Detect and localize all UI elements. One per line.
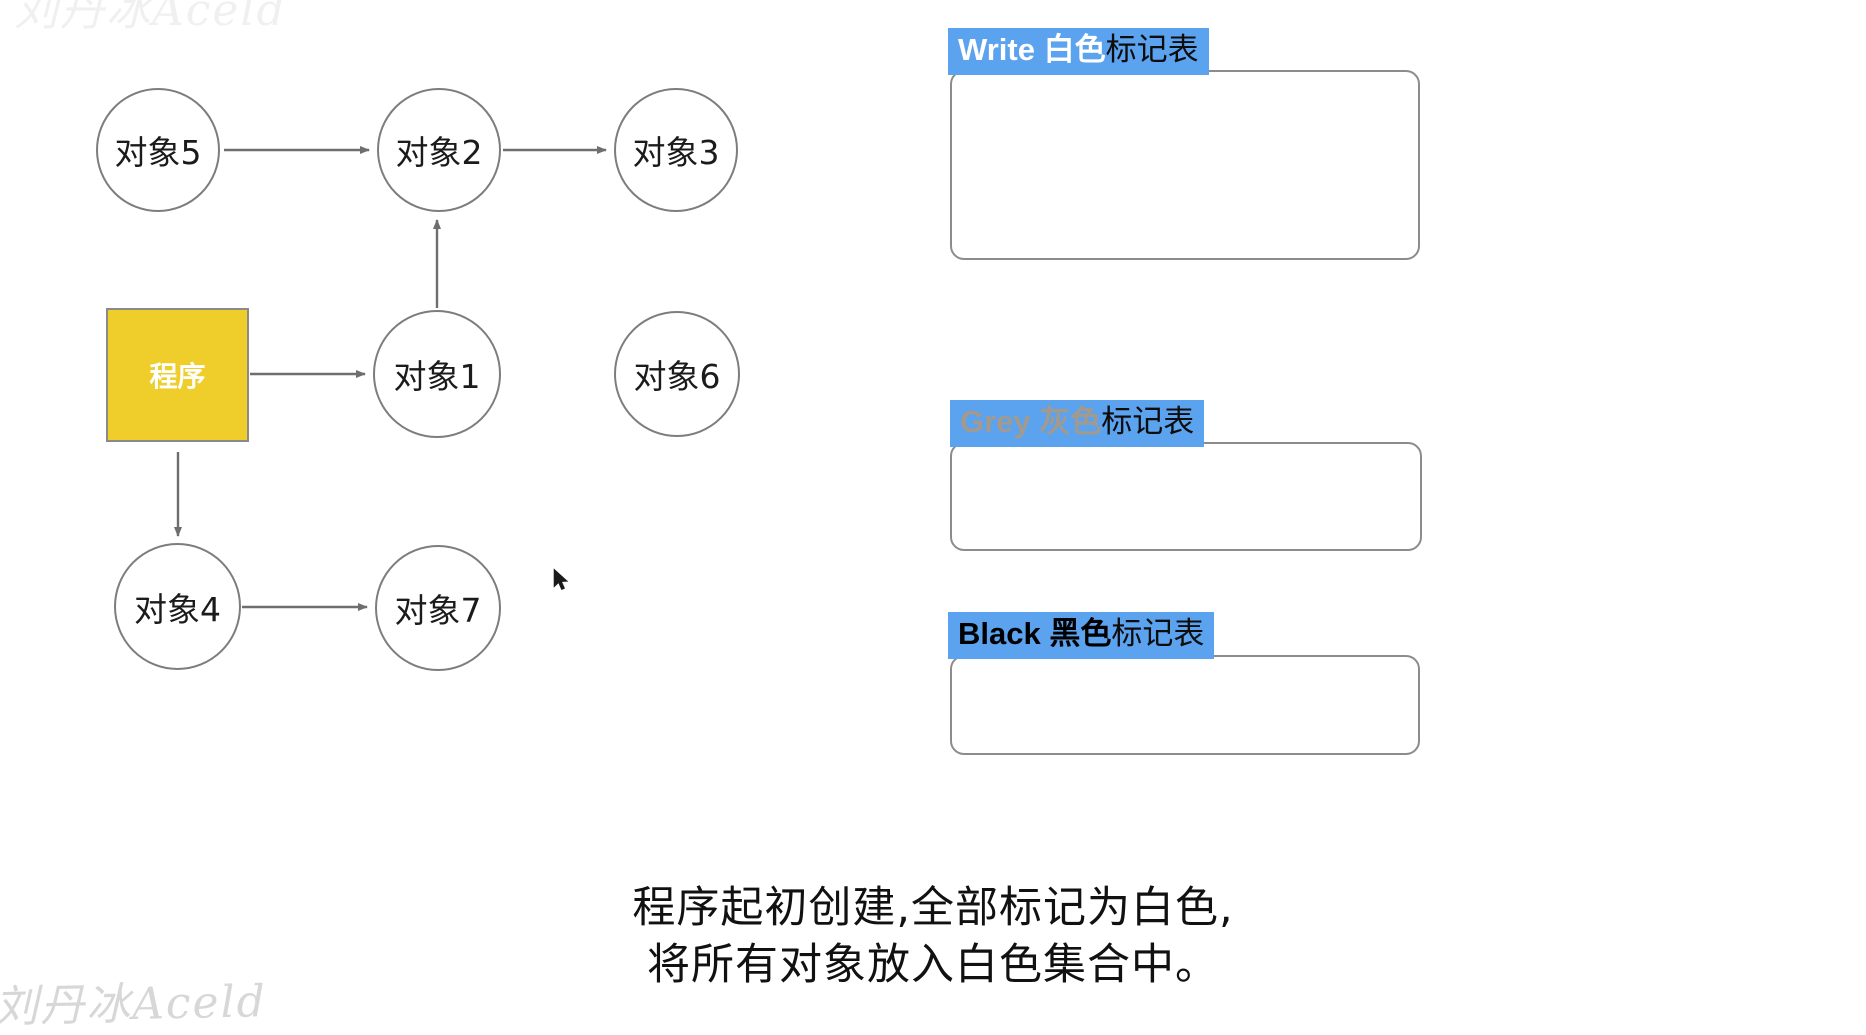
graph-node-obj6-label: 对象6 <box>633 357 721 396</box>
white-mark-table-label: Write 白色标记表 <box>948 28 1209 75</box>
caption-line-1: 程序起初创建,全部标记为白色, <box>632 883 1234 933</box>
graph-node-obj2[interactable]: 对象2 <box>377 88 501 212</box>
graph-edges-layer <box>174 146 607 611</box>
black-table-label-cn-colored: 黑色 <box>1040 616 1112 651</box>
watermark-bottom: 刘丹冰Aceld <box>0 976 268 1033</box>
graph-node-obj3[interactable]: 对象3 <box>614 88 738 212</box>
mark-tables-panel: Write 白色标记表 Grey 灰色标记表 Black 黑色标记表 <box>940 0 1866 760</box>
white-table-label-cn-colored: 白色 <box>1034 32 1106 67</box>
graph-node-obj5[interactable]: 对象5 <box>96 88 220 212</box>
graph-node-program[interactable]: 程序 <box>106 308 249 442</box>
grey-table-label-cn-colored: 灰色 <box>1030 404 1102 439</box>
grey-mark-table-label: Grey 灰色标记表 <box>950 400 1205 447</box>
graph-node-obj6[interactable]: 对象6 <box>614 311 740 437</box>
grey-mark-table-box[interactable] <box>950 442 1422 551</box>
graph-node-obj7[interactable]: 对象7 <box>375 545 501 671</box>
graph-node-obj1-label: 对象1 <box>393 357 481 396</box>
graph-node-obj4-label: 对象4 <box>134 589 221 629</box>
object-graph-panel: 对象5 对象2 对象3 程序 对象1 对象6 对象4 对象7 <box>0 0 900 820</box>
black-mark-table-box[interactable] <box>950 655 1420 755</box>
caption-text: 程序起初创建,全部标记为白色, 将所有对象放入白色集合中。 <box>0 880 1866 994</box>
black-table-label-cn-tail: 标记表 <box>1111 616 1205 652</box>
black-table-label-en: Black <box>958 616 1041 651</box>
caption-line-2: 将所有对象放入白色集合中。 <box>647 939 1219 990</box>
graph-node-obj3-label: 对象3 <box>632 133 720 172</box>
white-table-label-cn-tail: 标记表 <box>1105 32 1199 68</box>
grey-table-label-cn-tail: 标记表 <box>1101 404 1195 440</box>
white-mark-table-box[interactable] <box>950 70 1420 260</box>
graph-node-obj7-label: 对象7 <box>394 591 482 630</box>
graph-node-obj5-label: 对象5 <box>114 133 202 172</box>
graph-node-obj2-label: 对象2 <box>395 133 483 172</box>
graph-node-obj1[interactable]: 对象1 <box>373 310 501 438</box>
white-table-label-en: Write <box>958 32 1035 67</box>
graph-node-obj4[interactable]: 对象4 <box>114 543 241 670</box>
grey-table-label-en: Grey <box>960 404 1031 439</box>
watermark-top: 刘丹冰Aceld <box>14 0 287 36</box>
black-mark-table-label: Black 黑色标记表 <box>948 612 1215 659</box>
graph-node-program-label: 程序 <box>149 360 206 393</box>
